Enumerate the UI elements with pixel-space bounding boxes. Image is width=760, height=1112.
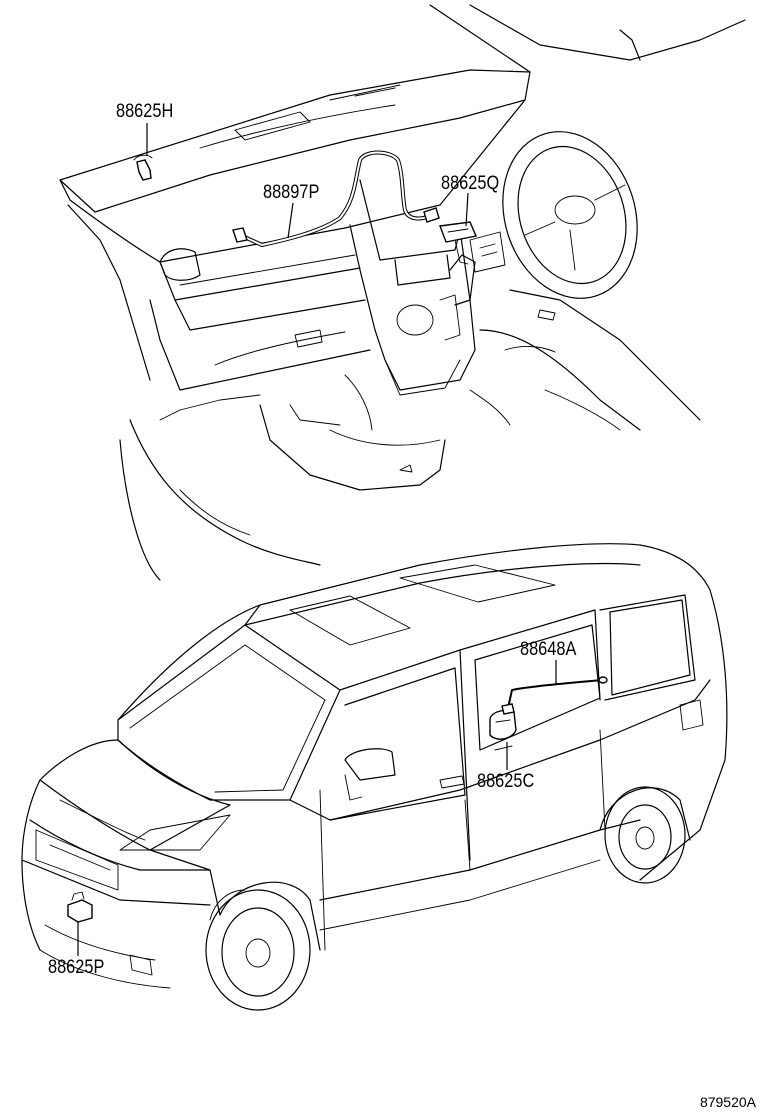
part-label-88625Q[interactable]: 88625Q xyxy=(441,173,500,194)
leader-88625Q xyxy=(465,192,469,227)
part-label-88897P[interactable]: 88897P xyxy=(263,182,320,203)
diagram-reference-code: 879520A xyxy=(699,1094,756,1110)
part-label-88625H[interactable]: 88625H xyxy=(116,101,174,122)
part-label-88625C[interactable]: 88625C xyxy=(477,771,535,792)
van-illustration xyxy=(21,543,728,1011)
part-label-88648A[interactable]: 88648A xyxy=(520,639,577,660)
part-88625P-sensor xyxy=(67,891,93,923)
part-label-88625P[interactable]: 88625P xyxy=(48,957,105,978)
part-88648A-harness xyxy=(507,676,608,709)
leader-88897P xyxy=(287,202,294,239)
part-88897P-hose xyxy=(232,150,440,247)
part-88625H-sensor xyxy=(133,154,153,181)
part-88625C-sensor xyxy=(489,703,517,740)
dashboard-illustration xyxy=(59,4,746,581)
part-88625Q-sensor xyxy=(439,221,477,265)
